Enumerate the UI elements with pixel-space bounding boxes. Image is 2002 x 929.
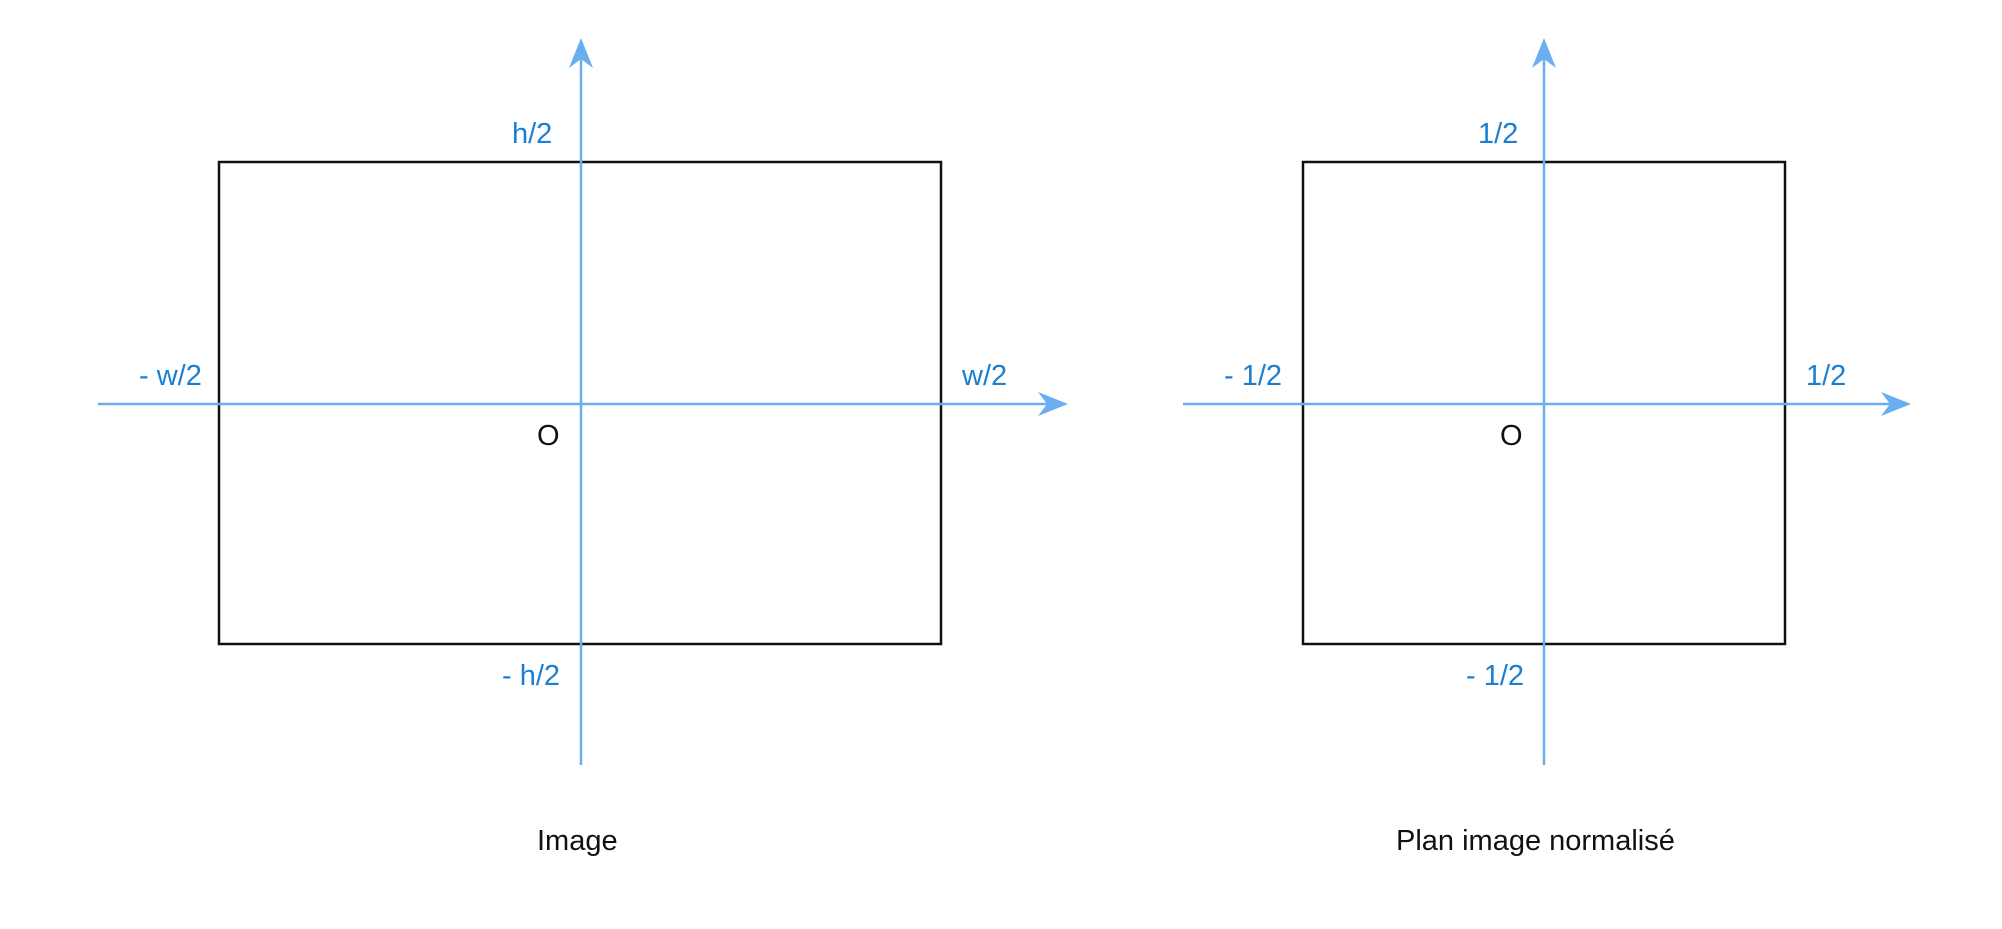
- normalized-right-label: 1/2: [1806, 360, 1847, 392]
- image-top-label: h/2: [512, 118, 553, 150]
- image-origin-label: O: [537, 420, 560, 452]
- normalized-bottom-label: - 1/2: [1466, 660, 1525, 692]
- normalized-plane-diagram: [1183, 38, 1911, 765]
- image-right-label: w/2: [962, 360, 1008, 392]
- image-diagram: [98, 38, 1068, 765]
- normalized-left-label: - 1/2: [1224, 360, 1283, 392]
- normalized-top-label: 1/2: [1478, 118, 1519, 150]
- image-bottom-label: - h/2: [502, 660, 561, 692]
- normalized-origin-label: O: [1500, 420, 1523, 452]
- normalized-caption: Plan image normalisé: [1396, 825, 1675, 857]
- image-left-label: - w/2: [139, 360, 202, 392]
- image-caption: Image: [537, 825, 618, 857]
